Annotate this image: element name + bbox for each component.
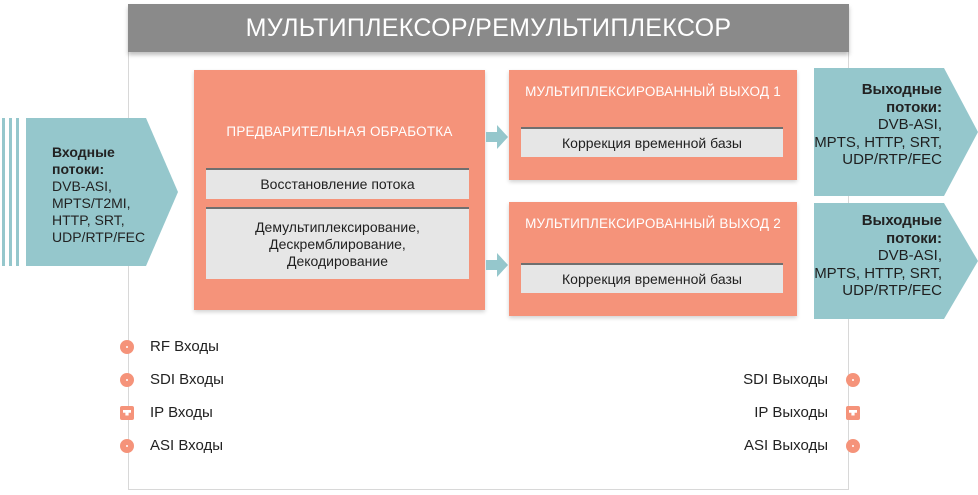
output-item-label: SDI Выходы: [743, 371, 828, 388]
mux-output-2-title: МУЛЬТИПЛЕКСИРОВАННЫЙ ВЫХОД 2: [525, 216, 781, 231]
output-stream-line: DVB-ASI,: [877, 247, 942, 264]
connector-icon: [846, 372, 860, 387]
input-streams-heading: Входные: [52, 144, 115, 160]
input-streams-heading: потоки:: [52, 161, 105, 177]
output-streams-text-1: Выходные потоки: DVB-ASI, MPTS, HTTP, SR…: [814, 81, 942, 169]
input-stream-line: UDP/RTP/FEC: [52, 229, 146, 245]
step-line: Декодирование: [286, 252, 388, 269]
output-stream-line: MPTS, HTTP, SRT,: [814, 133, 942, 151]
output-streams-heading: Выходные: [861, 81, 942, 98]
output-stream-line: UDP/RTP/FEC: [842, 151, 942, 168]
mux-output-1-title: МУЛЬТИПЛЕКСИРОВАННЫЙ ВЫХОД 1: [525, 84, 781, 99]
mux-output-2-block: МУЛЬТИПЛЕКСИРОВАННЫЙ ВЫХОД 2 Коррекция в…: [509, 202, 797, 316]
input-item-rf: RF Входы: [120, 338, 219, 355]
output-item-ip: IP Выходы: [754, 404, 860, 421]
output-streams-arrow-2: [814, 203, 978, 319]
flow-arrow-icon: [486, 253, 508, 277]
input-stream-line: MPTS/T2MI,: [52, 195, 131, 211]
flow-arrow-icon: [486, 125, 508, 149]
mux-output-1-block: МУЛЬТИПЛЕКСИРОВАННЫЙ ВЫХОД 1 Коррекция в…: [509, 70, 797, 180]
input-item-sdi: SDI Входы: [120, 371, 224, 388]
output-streams-arrow-1: [814, 68, 978, 196]
input-stream-line: HTTP, SRT,: [52, 212, 125, 228]
stream-recovery-step: Восстановление потока: [206, 168, 469, 199]
preprocessing-block: ПРЕДВАРИТЕЛЬНАЯ ОБРАБОТКА Восстановление…: [194, 70, 485, 310]
connector-icon: [120, 372, 134, 387]
output-stream-line: UDP/RTP/FEC: [842, 282, 942, 299]
input-stripe: [9, 118, 12, 266]
connector-icon: [120, 438, 134, 453]
output-item-label: IP Выходы: [754, 404, 828, 421]
output-item-sdi: SDI Выходы: [743, 371, 860, 388]
connector-icon: [846, 438, 860, 453]
step-line: Дескремблирование,: [269, 235, 406, 252]
output-streams-heading: Выходные: [861, 212, 942, 229]
timebase-correction-step: Коррекция временной базы: [521, 127, 783, 157]
output-item-asi: ASI Выходы: [744, 437, 860, 454]
output-item-label: ASI Выходы: [743, 437, 828, 454]
input-item-ip: IP Входы: [120, 404, 213, 421]
diagram-title: МУЛЬТИПЛЕКСОР/РЕМУЛЬТИПЛЕКСОР: [128, 4, 849, 52]
output-streams-text-2: Выходные потоки: DVB-ASI, MPTS, HTTP, SR…: [814, 212, 942, 300]
output-streams-heading: потоки:: [886, 98, 942, 116]
input-item-label: RF Входы: [150, 338, 219, 355]
output-streams-heading: потоки:: [886, 229, 942, 247]
input-stream-line: DVB-ASI,: [52, 178, 112, 194]
input-item-label: IP Входы: [150, 404, 213, 421]
demux-descramble-decode-step: Демультиплексирование, Дескремблирование…: [206, 207, 469, 279]
ethernet-port-icon: [846, 405, 860, 420]
output-stream-line: DVB-ASI,: [877, 116, 942, 133]
input-streams-arrow: [26, 118, 178, 266]
input-streams-text: Входные потоки: DVB-ASI, MPTS/T2MI, HTTP…: [52, 144, 145, 246]
input-stripe: [16, 118, 19, 266]
output-stream-line: MPTS, HTTP, SRT,: [814, 264, 942, 282]
input-item-label: ASI Входы: [150, 437, 224, 454]
input-stripe: [2, 118, 5, 266]
ethernet-port-icon: [120, 405, 134, 420]
timebase-correction-step: Коррекция временной базы: [521, 263, 783, 293]
input-item-label: SDI Входы: [150, 371, 224, 388]
step-line: Демультиплексирование,: [255, 218, 420, 235]
preprocessing-title: ПРЕДВАРИТЕЛЬНАЯ ОБРАБОТКА: [226, 124, 453, 139]
connector-icon: [120, 339, 134, 354]
input-item-asi: ASI Входы: [120, 437, 223, 454]
